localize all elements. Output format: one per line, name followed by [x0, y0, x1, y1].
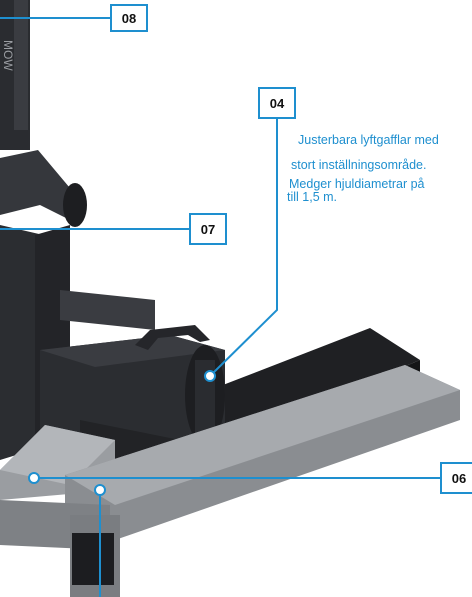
- callout-04: 04: [258, 87, 296, 119]
- end-cap: [72, 533, 114, 585]
- clamp-handle: [135, 325, 210, 350]
- anchor-dot-06: [28, 472, 40, 484]
- anchor-dot-04: [204, 370, 216, 382]
- description-line-3: Medger hjuldiametrar på: [289, 177, 425, 191]
- callout-08: 08: [110, 4, 148, 32]
- description-line-4: till 1,5 m.: [287, 190, 338, 204]
- back-plate: [60, 290, 155, 330]
- grey-crossbeam-top: [0, 425, 115, 485]
- description-line-2: stort inställningsområde.: [291, 158, 427, 172]
- crossbar-roller: [63, 183, 87, 227]
- callout-07: 07: [189, 213, 227, 245]
- column-mark: MOW: [1, 40, 15, 71]
- anchor-dot-bottom: [94, 484, 106, 496]
- upper-crossbar: [0, 150, 80, 225]
- clamp-block-top: [40, 335, 225, 367]
- callout-06: 06: [440, 462, 472, 494]
- grey-base-arm-top: [65, 365, 460, 505]
- leader-line-04: [209, 119, 278, 377]
- description-line-1: Justerbara lyftgafflar med: [298, 133, 439, 147]
- column-panel: [14, 0, 28, 130]
